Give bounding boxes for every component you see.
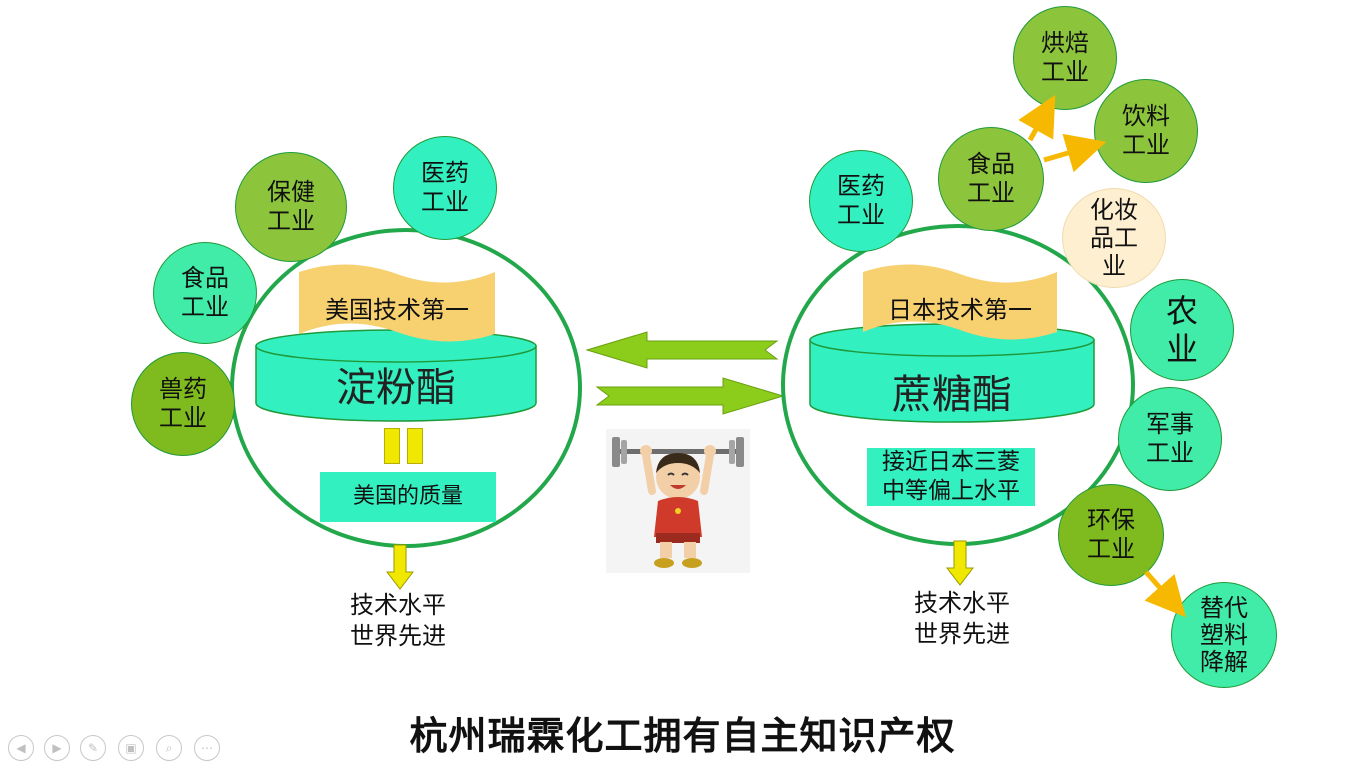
left-pointing-arrow bbox=[585, 331, 779, 369]
right-pointing-arrow bbox=[595, 377, 785, 415]
right-cylinder bbox=[809, 323, 1095, 423]
next-slide-button[interactable]: ▶ bbox=[44, 735, 70, 761]
chevron-left-icon: ◀ bbox=[16, 741, 26, 755]
right-cylinder-label: 蔗糖酯 bbox=[892, 372, 1012, 418]
left-banner-shape bbox=[299, 264, 495, 342]
magnifier-icon: ⌕ bbox=[165, 740, 173, 755]
more-icon: ⋯ bbox=[201, 741, 213, 755]
slides-icon: ▣ bbox=[125, 741, 137, 755]
left-bubble-health: 保健 工业 bbox=[235, 152, 347, 262]
right-bubble-food: 食品 工业 bbox=[938, 127, 1044, 231]
right-bubble-baking: 烘焙 工业 bbox=[1013, 6, 1117, 110]
right-bubble-cosmetics: 化妆 品工 业 bbox=[1062, 188, 1166, 288]
slides-button[interactable]: ▣ bbox=[118, 735, 144, 761]
right-bubble-agriculture: 农 业 bbox=[1130, 279, 1234, 381]
pen-icon: ✎ bbox=[87, 741, 99, 755]
right-quality-box: 接近日本三菱 中等偏上水平 bbox=[867, 448, 1035, 506]
chevron-right-icon: ▶ bbox=[52, 741, 62, 755]
left-down-arrow bbox=[386, 544, 414, 590]
right-bubble-plastic: 替代 塑料 降解 bbox=[1171, 582, 1277, 688]
left-bubble-veterinary: 兽药 工业 bbox=[131, 352, 235, 456]
right-caption: 技术水平 世界先进 bbox=[914, 589, 1010, 648]
left-caption: 技术水平 世界先进 bbox=[350, 591, 446, 650]
left-banner-label: 美国技术第一 bbox=[325, 296, 469, 324]
prev-slide-button[interactable]: ◀ bbox=[8, 735, 34, 761]
right-bubble-medicine: 医药 工业 bbox=[809, 150, 913, 252]
more-button[interactable]: ⋯ bbox=[194, 735, 220, 761]
right-down-arrow bbox=[946, 540, 974, 586]
weightlifter-illustration bbox=[606, 429, 750, 573]
left-cylinder-label: 淀粉酯 bbox=[336, 365, 456, 411]
left-equal-bar-1 bbox=[384, 428, 400, 464]
right-bubble-military: 军事 工业 bbox=[1118, 387, 1222, 491]
slide-title: 杭州瑞霖化工拥有自主知识产权 bbox=[409, 714, 956, 758]
zoom-button[interactable]: ⌕ bbox=[156, 735, 182, 761]
right-bubble-beverage: 饮料 工业 bbox=[1094, 79, 1198, 183]
right-banner-shape bbox=[863, 264, 1057, 340]
right-bubble-environment: 环保 工业 bbox=[1058, 484, 1164, 586]
left-bubble-food: 食品 工业 bbox=[153, 242, 257, 344]
left-quality-box: 美国的质量 bbox=[320, 472, 496, 522]
right-banner-label: 日本技术第一 bbox=[888, 296, 1032, 324]
left-bubble-medicine: 医药 工业 bbox=[393, 136, 497, 240]
left-equal-bar-2 bbox=[407, 428, 423, 464]
pen-button[interactable]: ✎ bbox=[80, 735, 106, 761]
